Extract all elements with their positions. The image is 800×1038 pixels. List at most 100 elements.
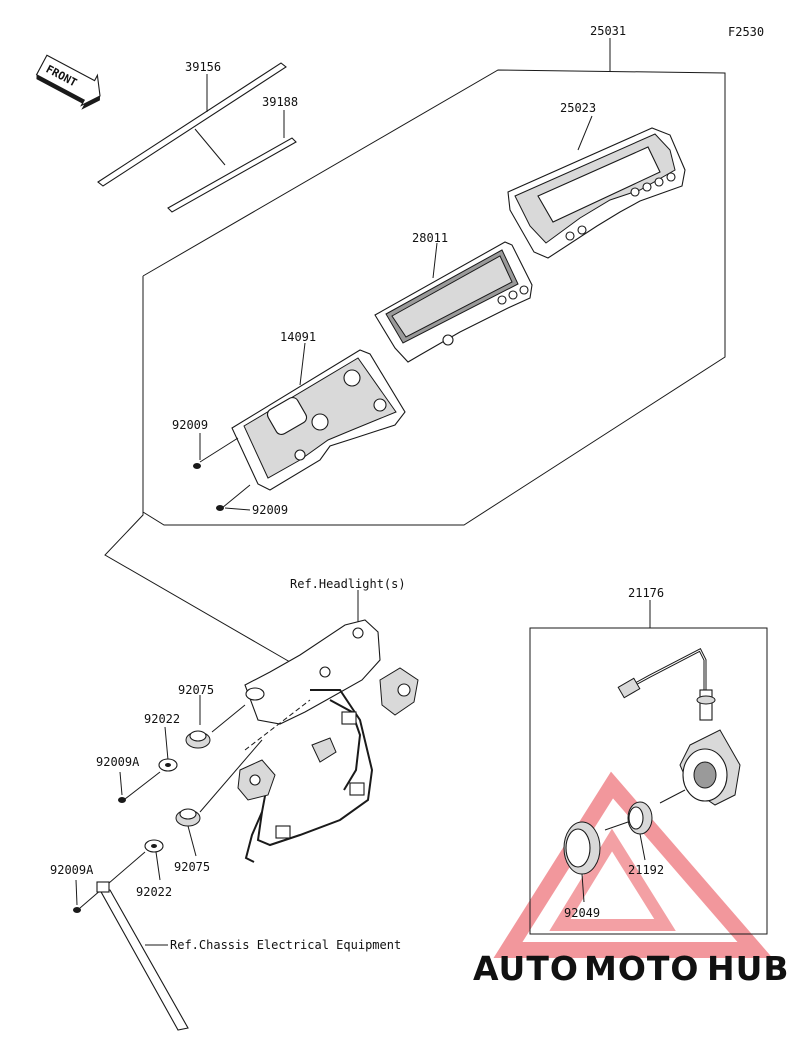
washer-92022-b-hole <box>151 844 157 848</box>
upper-case-button-4 <box>666 172 676 182</box>
bracket-plate <box>244 619 381 725</box>
label-25031: 25031 <box>590 24 626 38</box>
bushing-to-seal-line <box>604 821 629 831</box>
strap-body <box>99 889 189 1031</box>
lower-case-socket-1 <box>343 369 361 387</box>
front-arrow-icon: FRONT <box>35 54 101 110</box>
front-arrow-shadow <box>36 74 101 110</box>
leader-92009A-a <box>119 771 123 796</box>
bracket-mount-left-hole <box>249 774 261 786</box>
strap-head <box>96 881 110 893</box>
label-21192: 21192 <box>628 863 664 877</box>
label-92009-a: 92009 <box>172 418 208 432</box>
label-ref-headlight: Ref.Headlight(s) <box>290 577 406 591</box>
leader-92009A-b2 <box>79 851 146 909</box>
watermark-triangle-outer <box>493 771 773 958</box>
meter-unit-connector <box>442 334 454 346</box>
assembly-to-bracket-line <box>104 512 291 663</box>
bracket-mount-right-hole <box>397 683 411 697</box>
watermark-triangle <box>493 771 773 958</box>
part-14091-lower-case: 14091 <box>231 330 406 491</box>
sensor-housing-bore <box>693 761 717 789</box>
part-21192-bushing: 21192 <box>604 801 664 877</box>
label-92022-a: 92022 <box>144 712 180 726</box>
part-92009-screws: 92009 92009 <box>172 418 288 517</box>
bracket-nut-1 <box>341 711 357 725</box>
leader-92009A-b <box>75 879 78 906</box>
bracket-nut-3 <box>275 825 291 839</box>
washer-92022-a-hole <box>165 763 171 767</box>
cable-tie-strap: Ref.Chassis Electrical Equipment <box>96 881 401 1031</box>
part-grommets-washers: 92075 92022 92009A 92075 92022 92009A <box>50 683 263 913</box>
part-39188: 39188 <box>167 95 298 213</box>
leader-92009-b2 <box>224 507 251 511</box>
label-92049: 92049 <box>564 906 600 920</box>
bracket-nut-2 <box>349 782 365 796</box>
leader-21192 <box>639 833 646 861</box>
lower-case-boss <box>266 397 308 435</box>
meter-unit-switch-3 <box>519 285 529 295</box>
label-14091: 14091 <box>280 330 316 344</box>
label-92009A-b: 92009A <box>50 863 94 877</box>
part-meter-bracket <box>237 619 419 863</box>
label-92075-a: 92075 <box>178 683 214 697</box>
part-92049-seal: 92049 <box>563 821 601 920</box>
upper-case-window <box>537 146 661 223</box>
meter-unit-lcd-inner <box>391 255 513 338</box>
meter-unit-switch-1 <box>497 295 507 305</box>
upper-case-button-5 <box>565 231 575 241</box>
label-ref-chassis: Ref.Chassis Electrical Equipment <box>170 938 401 952</box>
lower-case-hole-2 <box>294 449 306 461</box>
label-92075-b: 92075 <box>174 860 210 874</box>
bracket-hole-3 <box>245 687 265 701</box>
label-21176: 21176 <box>628 586 664 600</box>
ref-headlight: Ref.Headlight(s) <box>290 577 406 628</box>
watermark-part3: HUB <box>707 949 790 988</box>
label-25023: 25023 <box>560 101 596 115</box>
leader-92009-a2 <box>199 437 239 463</box>
upper-case-button-2 <box>642 182 652 192</box>
strip-39188 <box>167 137 297 213</box>
seal-92049-inner <box>565 828 591 868</box>
sensor-grommet <box>699 689 713 721</box>
leader-92009A-a2 <box>124 771 161 800</box>
label-28011: 28011 <box>412 231 448 245</box>
upper-case-button-1 <box>630 187 640 197</box>
sensor-to-bushing-line <box>659 789 686 804</box>
label-92022-b: 92022 <box>136 885 172 899</box>
leader-28011 <box>432 242 438 279</box>
part-28011-meter-unit: 28011 <box>374 231 533 363</box>
sensor-plug <box>617 677 641 699</box>
leader-25023 <box>577 115 593 151</box>
label-39188: 39188 <box>262 95 298 109</box>
label-39156: 39156 <box>185 60 221 74</box>
bracket-frame <box>256 689 374 847</box>
upper-case-button-6 <box>577 225 587 235</box>
leader-92075-a2 <box>211 704 246 733</box>
bushing-21192-inner <box>628 806 644 830</box>
leader-92022-a <box>164 726 169 761</box>
leader-92049 <box>581 873 585 903</box>
sensor-grommet-ring <box>696 695 716 705</box>
leader-92075-b <box>187 825 197 857</box>
watermark-triangle-inner <box>549 828 676 931</box>
screw-92009A-b <box>73 907 81 913</box>
bracket-hole-1 <box>352 627 364 639</box>
watermark-part2: MOTO <box>584 949 699 988</box>
leader-39156-b <box>194 128 226 166</box>
bracket-tab <box>311 737 337 763</box>
grommet-92075-b-top <box>179 808 197 820</box>
screw-92009-b <box>216 505 224 511</box>
meter-unit-switch-2 <box>508 290 518 300</box>
lower-case-hole-1 <box>373 398 387 412</box>
grommet-92075-a-top <box>189 730 207 742</box>
screw-92009-a <box>193 463 201 469</box>
bracket-dash-1 <box>244 699 311 751</box>
sensor-box-frame <box>529 627 768 935</box>
lower-case-socket-2 <box>311 413 329 431</box>
glass-film-39156 <box>97 62 287 187</box>
leader-92022-b <box>155 851 161 881</box>
part-25023-upper-case: 25023 <box>507 101 686 259</box>
